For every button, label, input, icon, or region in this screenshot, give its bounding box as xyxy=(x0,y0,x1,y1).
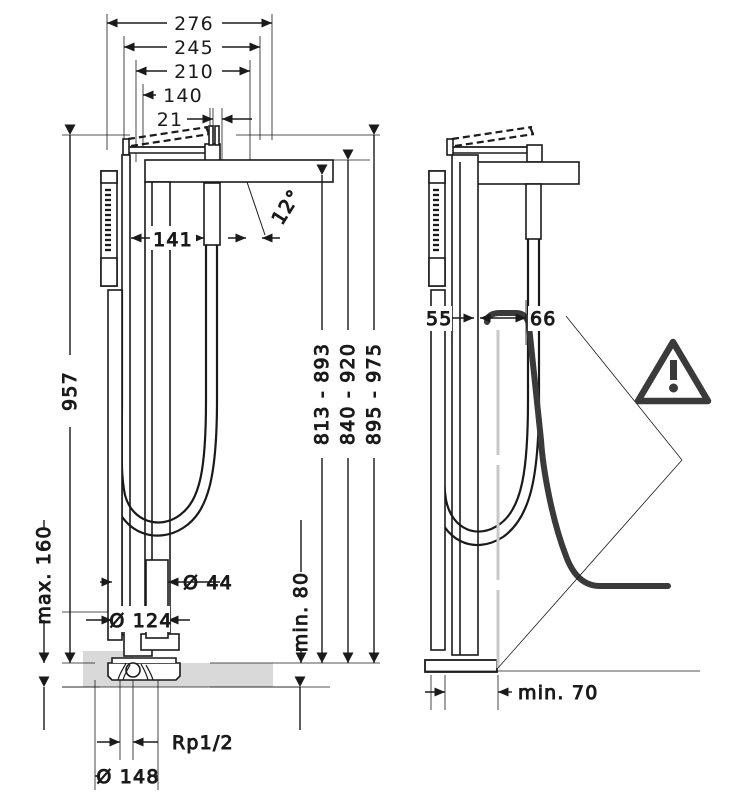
dim-min70-label: min. 70 xyxy=(518,682,599,704)
flange-bottom-ticks xyxy=(38,676,330,730)
dim-d124-group: Ø 124 xyxy=(86,606,190,633)
front-view-body xyxy=(100,125,334,681)
dim-rp12-label: Rp1/2 xyxy=(172,732,234,754)
dim-angle-12-label: 12° xyxy=(268,185,306,228)
dim-210-label: 210 xyxy=(174,61,214,83)
dim-140-label: 140 xyxy=(163,85,203,107)
dim-max160-label: max. 160 xyxy=(33,525,55,624)
side-main-column xyxy=(451,154,479,656)
dim-840-920-group: 840 - 920 xyxy=(335,149,362,663)
dim-840-920-label: 840 - 920 xyxy=(337,343,359,445)
dim-21-label: 21 xyxy=(157,109,184,131)
diverter-button xyxy=(204,143,221,162)
dim-66-group: 66 xyxy=(480,306,560,331)
hose-connector xyxy=(203,182,221,246)
side-supply-tube xyxy=(430,289,446,651)
warning-triangle-icon xyxy=(634,338,712,405)
hand-shower xyxy=(100,170,118,287)
side-spout-bar xyxy=(468,161,580,185)
side-hose-connector xyxy=(525,183,542,240)
dim-rp12-group: Rp1/2 xyxy=(97,732,234,755)
dim-angle-12-group: 12° xyxy=(228,181,306,243)
dim-d44-group: Ø 44 xyxy=(100,572,233,595)
side-diverter-button xyxy=(526,144,543,163)
dim-d148-label: Ø 148 xyxy=(96,766,159,788)
dim-141-label: 141 xyxy=(153,229,193,251)
dim-957-group: 957 xyxy=(58,124,84,663)
dim-895-975-label: 895 - 975 xyxy=(363,343,385,445)
warning-leader-lines xyxy=(497,315,683,669)
supply-tube-left xyxy=(107,289,123,641)
side-lever-handle xyxy=(448,143,539,154)
floor-flange xyxy=(107,559,181,681)
top-dimension-labels: 276 245 210 140 21 xyxy=(152,10,222,132)
holder-rail xyxy=(121,154,131,636)
side-lever-open-dashed xyxy=(451,125,535,148)
dim-max160-group: max. 160 xyxy=(32,520,58,663)
dim-d148-group: Ø 148 xyxy=(95,762,159,789)
dim-min80-label: min. 80 xyxy=(290,572,312,653)
dim-276-label: 276 xyxy=(174,13,214,35)
lever-handle xyxy=(124,143,215,154)
side-view-body xyxy=(424,125,700,673)
dim-813-893-label: 813 - 893 xyxy=(311,343,333,445)
dim-d44-label: Ø 44 xyxy=(183,572,233,594)
dim-d124-label: Ø 124 xyxy=(109,610,172,632)
dim-895-975-group: 895 - 975 xyxy=(361,124,388,663)
side-hose-inner xyxy=(431,239,541,547)
dim-957-label: 957 xyxy=(59,371,81,411)
dim-min70-group: min. 70 xyxy=(425,682,599,705)
dim-813-893-group: 813 - 893 xyxy=(309,164,336,663)
dim-66-label: 66 xyxy=(530,308,557,330)
dim-55-label: 55 xyxy=(426,308,453,330)
dim-55-group: 55 xyxy=(424,306,474,331)
spout-bar xyxy=(144,159,334,183)
bath-rim-profile xyxy=(484,310,671,589)
dim-141-group: 141 xyxy=(131,226,204,252)
dim-min80-group: min. 80 xyxy=(289,520,315,663)
side-hand-shower xyxy=(428,170,446,287)
side-base-plate xyxy=(424,659,498,673)
dim-245-label: 245 xyxy=(174,37,214,59)
